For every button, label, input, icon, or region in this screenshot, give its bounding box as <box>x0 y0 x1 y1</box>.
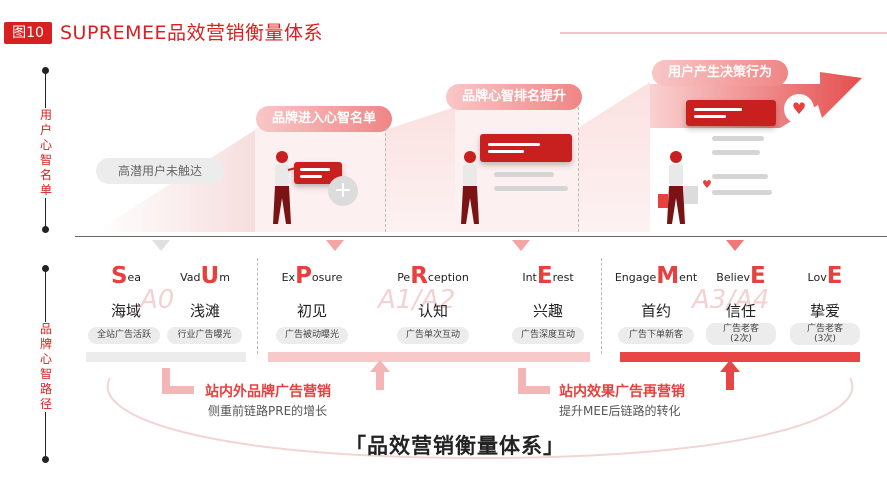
step3-callout: 用户产生决策行为 <box>652 60 789 86</box>
right-caption-title: 站内效果广告再营销 <box>559 384 685 400</box>
shopper-figure-icon: ♥ <box>658 151 712 224</box>
stage-perception-cn: 认知 <box>417 302 448 320</box>
stage-perception-word: PeRception <box>397 263 469 289</box>
axis-bottom-label: 品牌 心智 路径 <box>38 322 54 412</box>
axis-top-dot-end <box>42 226 49 233</box>
stage-vadum-word: VadUm <box>180 263 230 289</box>
figure-badge: 图10 <box>4 22 52 44</box>
group-band-a3a4 <box>620 352 860 362</box>
system-title: 「品效营销衡量体系」 <box>345 434 565 458</box>
marker-triangle <box>512 240 530 251</box>
step2-callout: 品牌心智排名提升 <box>446 84 583 110</box>
left-caption-title: 站内外品牌广告营销 <box>205 384 331 400</box>
stage-love-word: LovE <box>807 263 843 289</box>
stage-believe-cn: 信任 <box>725 302 756 320</box>
right-caption-sub: 提升MEE后链路的转化 <box>559 404 681 418</box>
stage-perception-pill: 广告单次互动 <box>397 327 469 344</box>
stage-vadum-cn: 浅滩 <box>189 302 220 320</box>
stage-love-pill: 广告老客(3次) <box>790 323 860 345</box>
stair-slope-1 <box>385 107 455 232</box>
stage-interest-pill: 广告深度互动 <box>512 327 584 344</box>
stage-sea-cn: 海域 <box>110 302 141 320</box>
list-bar <box>494 186 568 191</box>
step0-callout: 高潜用户未触达 <box>96 158 225 184</box>
stage-interest-cn: 兴趣 <box>532 302 563 320</box>
stage-exposure-cn: 初见 <box>296 302 327 320</box>
list-card-3 <box>686 100 776 126</box>
stage-believe-pill: 广告老客(2次) <box>706 323 776 345</box>
step1-callout: 品牌进入心智名单 <box>256 106 393 132</box>
stage-sea-word: Sea <box>110 263 142 289</box>
divider <box>385 128 386 232</box>
stage-interest-word: IntErest <box>522 263 574 289</box>
group-band-a1a2 <box>268 352 590 362</box>
group-divider <box>601 258 602 354</box>
add-icon: + <box>328 176 358 206</box>
stage-engagement-word: EngageMent <box>614 263 698 289</box>
list-bar <box>712 150 760 155</box>
group-code-a0: A0 <box>140 285 175 315</box>
divider <box>578 107 579 232</box>
person-figure-icon <box>461 151 479 224</box>
group-divider <box>257 258 258 354</box>
stair-slope-2 <box>578 82 650 232</box>
group-band-a0 <box>86 352 246 362</box>
stage-vadum-pill: 行业广告曝光 <box>167 327 242 344</box>
axis-top-dot-start <box>42 67 49 74</box>
stage-love-cn: 挚爱 <box>809 302 840 320</box>
stage-exposure-word: ExPosure <box>281 263 343 289</box>
heart-icon: ♥ <box>784 94 814 124</box>
list-bar <box>712 190 772 195</box>
marker-triangle <box>726 240 744 251</box>
list-card-1 <box>294 162 342 184</box>
stage-engagement-cn: 首约 <box>640 302 671 320</box>
marker-triangle <box>152 240 170 251</box>
group-code-a1a2: A1/A2 <box>378 285 456 315</box>
stage-sea-pill: 全站广告活跃 <box>88 327 160 344</box>
svg-text:♥: ♥ <box>702 178 712 191</box>
group-code-a3a4: A3/A4 <box>692 285 770 315</box>
list-bar <box>712 136 764 141</box>
axis-top-label: 用户 心智 名单 <box>38 108 54 198</box>
stage-exposure-pill: 广告被动曝光 <box>276 327 348 344</box>
list-card-2 <box>480 134 572 162</box>
loop-graphic <box>106 360 854 460</box>
list-bar <box>712 174 768 179</box>
baseline <box>75 236 887 237</box>
stage-engagement-pill: 广告下单新客 <box>618 327 694 344</box>
title-divider <box>560 32 887 34</box>
list-bar <box>494 172 554 177</box>
left-caption-sub: 侧重前链路PRE的增长 <box>208 404 328 418</box>
stage-believe-word: BelievE <box>716 263 766 289</box>
axis-bottom-dot-start <box>42 265 49 272</box>
axis-bottom-dot-end <box>42 456 49 463</box>
person-figure-icon <box>273 151 297 224</box>
page-title: SUPREMEE品效营销衡量体系 <box>60 22 324 44</box>
marker-triangle <box>326 240 344 251</box>
